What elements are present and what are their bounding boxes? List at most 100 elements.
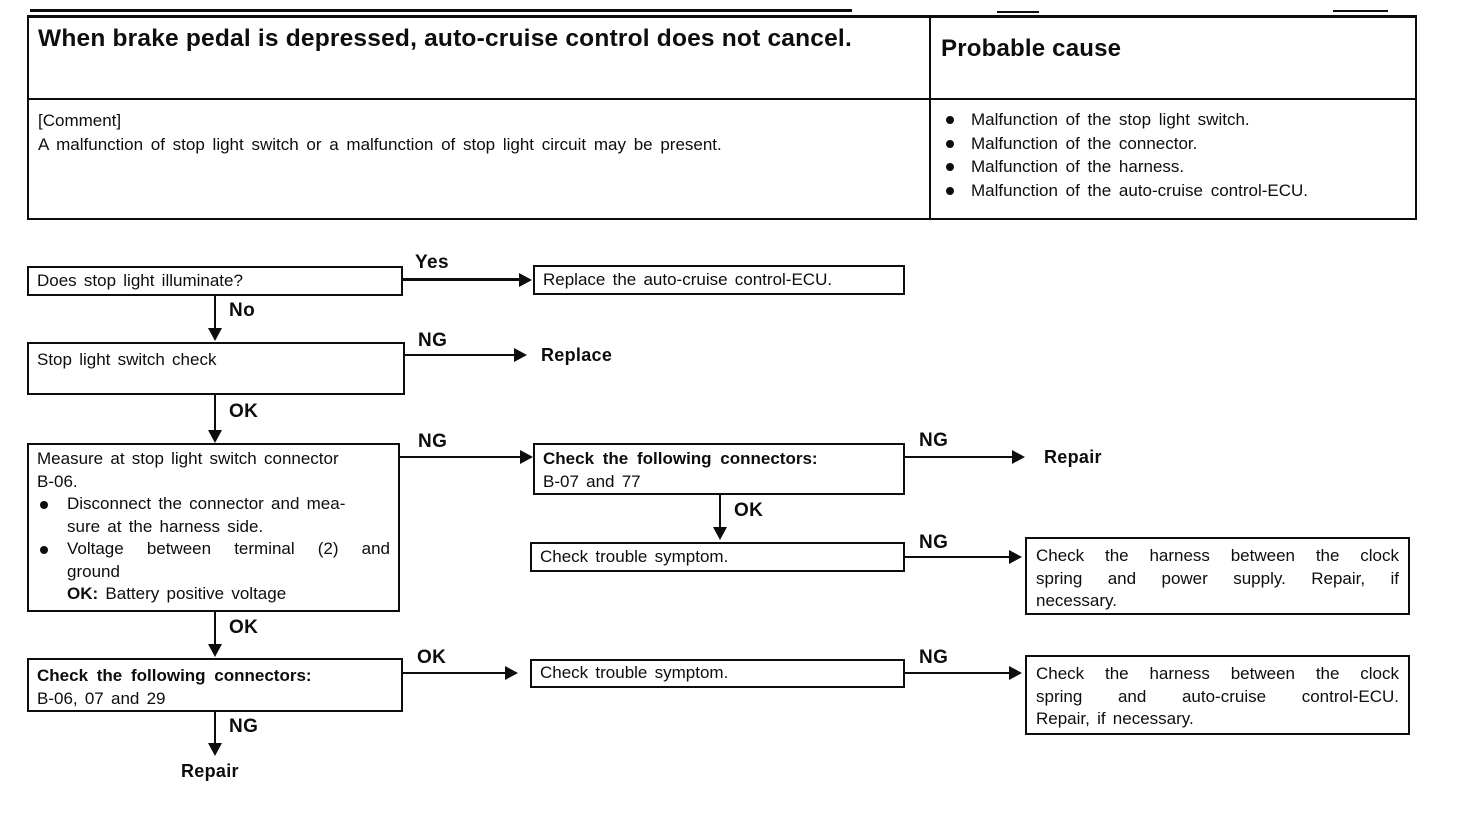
label-no: No xyxy=(229,300,256,321)
cause-text: Malfunction of the connector. xyxy=(971,133,1198,153)
label-ng: NG xyxy=(919,532,949,553)
box-text: B-06. xyxy=(37,471,78,491)
arrow-ok-line xyxy=(214,395,216,431)
probable-cause-title-cell: Probable cause xyxy=(929,18,1415,100)
box-text: Check the harness between the clock xyxy=(1036,664,1399,683)
comment-text: A malfunction of stop light switch or a … xyxy=(38,135,722,154)
box-replace-auto-cruise-ecu: Replace the auto-cruise control-ECU. xyxy=(533,265,905,295)
symptom-title-cell: When brake pedal is depressed, auto-crui… xyxy=(29,18,929,100)
box-text: Repair, if necessary. xyxy=(1036,709,1194,728)
arrow-right-icon xyxy=(1009,550,1022,564)
box-text: spring and auto-cruise control-ECU. xyxy=(1036,686,1399,706)
probable-causes-list: Malfunction of the stop light switch. Ma… xyxy=(929,100,1415,218)
arrow-ng-line xyxy=(400,456,522,458)
label-ng: NG xyxy=(418,431,448,452)
box-harness-clock-spring-power-supply: Check the harness between the clock spri… xyxy=(1025,537,1410,615)
box-text: B-06, 07 and 29 xyxy=(37,688,166,708)
label-ng: NG xyxy=(919,430,949,451)
label-ok: OK xyxy=(417,647,447,668)
arrow-right-icon xyxy=(520,450,533,464)
list-item: Malfunction of the connector. xyxy=(946,132,1409,156)
scan-artifact-line xyxy=(1333,10,1388,12)
label-yes: Yes xyxy=(415,252,449,273)
cause-text: Malfunction of the stop light switch. xyxy=(971,110,1250,129)
arrow-ng-line xyxy=(905,672,1010,674)
arrow-down-icon xyxy=(208,743,222,756)
box-text: Check trouble symptom. xyxy=(540,546,729,566)
arrow-ok-line xyxy=(214,612,216,646)
bullet-line: Disconnect the connector and mea- xyxy=(67,494,346,513)
arrow-ok-line xyxy=(403,672,506,674)
box-check-connectors-b07-77: Check the following connectors: B-07 and… xyxy=(533,443,905,495)
box-check-connectors-b06-07-29: Check the following connectors: B-06, 07… xyxy=(27,658,403,712)
arrow-right-icon xyxy=(514,348,527,362)
bullet-line: sure at the harness side. xyxy=(67,516,264,536)
terminal-repair: Repair xyxy=(181,761,239,781)
box-text: B-07 and 77 xyxy=(543,471,641,491)
list-item: Malfunction of the harness. xyxy=(946,155,1409,179)
arrow-ng-line xyxy=(214,712,216,745)
label-ok: OK xyxy=(229,617,259,638)
arrow-ng-line xyxy=(905,556,1010,558)
bullet-line: Voltage between terminal (2) and xyxy=(67,539,390,558)
terminal-repair: Repair xyxy=(1044,447,1102,467)
label-ok: OK xyxy=(734,500,764,521)
ok-condition-line: OK: Battery positive voltage xyxy=(67,583,390,606)
arrow-right-icon xyxy=(519,273,532,287)
comment-cell: [Comment] A malfunction of stop light sw… xyxy=(29,100,929,218)
bullet-line: ground xyxy=(67,561,120,581)
bullet-text: Voltage between terminal (2) and ground … xyxy=(67,538,390,606)
arrow-right-icon xyxy=(505,666,518,680)
cause-text: Malfunction of the auto-cruise control-E… xyxy=(971,180,1309,200)
ok-key: OK: xyxy=(67,584,99,603)
box-text: Check the harness between the clock xyxy=(1036,546,1399,565)
list-item: Malfunction of the stop light switch. xyxy=(946,108,1409,132)
arrow-down-icon xyxy=(208,644,222,657)
cause-text: Malfunction of the harness. xyxy=(971,157,1185,176)
arrow-yes-line xyxy=(403,278,521,281)
box-text: Does stop light illuminate? xyxy=(37,270,243,290)
list-item: Malfunction of the auto-cruise control-E… xyxy=(946,179,1409,203)
box-heading: Check the following connectors: xyxy=(543,449,818,468)
box-heading: Check the following connectors: xyxy=(37,666,312,685)
bullet-icon xyxy=(946,186,954,195)
bullet-icon xyxy=(946,116,954,124)
arrow-right-icon xyxy=(1012,450,1025,464)
box-measure-connector-b06: Measure at stop light switch connector B… xyxy=(27,443,400,612)
scan-artifact-line xyxy=(30,9,852,12)
box-does-stop-light-illuminate: Does stop light illuminate? xyxy=(27,266,403,296)
label-ng: NG xyxy=(919,647,949,668)
box-harness-clock-spring-ecu: Check the harness between the clock spri… xyxy=(1025,655,1410,735)
box-text: Replace the auto-cruise control-ECU. xyxy=(543,269,833,289)
comment-label: [Comment] xyxy=(38,111,122,130)
arrow-right-icon xyxy=(1009,666,1022,680)
ok-value: Battery positive voltage xyxy=(105,584,287,603)
bullet-icon xyxy=(946,163,954,171)
label-ng: NG xyxy=(418,330,448,351)
probable-cause-title: Probable cause xyxy=(941,35,1122,62)
arrow-down-icon xyxy=(208,328,222,341)
box-text: Stop light switch check xyxy=(37,350,217,369)
arrow-ng-line xyxy=(405,354,515,356)
scan-artifact-line xyxy=(997,11,1039,13)
arrow-down-icon xyxy=(208,430,222,443)
arrow-down-icon xyxy=(713,527,727,540)
box-check-trouble-symptom-2: Check trouble symptom. xyxy=(530,659,905,688)
label-ok: OK xyxy=(229,401,259,422)
box-stop-light-switch-check: Stop light switch check xyxy=(27,342,405,395)
symptom-title: When brake pedal is depressed, auto-crui… xyxy=(38,25,852,52)
label-ng: NG xyxy=(229,716,259,737)
arrow-ok-line xyxy=(719,495,721,529)
bullet-icon xyxy=(40,546,48,554)
bullet-text: Disconnect the connector and mea- sure a… xyxy=(67,493,390,538)
box-text: Check trouble symptom. xyxy=(540,663,729,683)
bullet-icon xyxy=(946,139,954,148)
arrow-ng-line xyxy=(905,456,1013,458)
list-item: Voltage between terminal (2) and ground … xyxy=(37,538,390,606)
box-text: necessary. xyxy=(1036,591,1117,610)
box-check-trouble-symptom-1: Check trouble symptom. xyxy=(530,542,905,572)
bullet-icon xyxy=(40,501,48,509)
terminal-replace: Replace xyxy=(541,345,613,365)
arrow-no-line xyxy=(214,296,216,330)
